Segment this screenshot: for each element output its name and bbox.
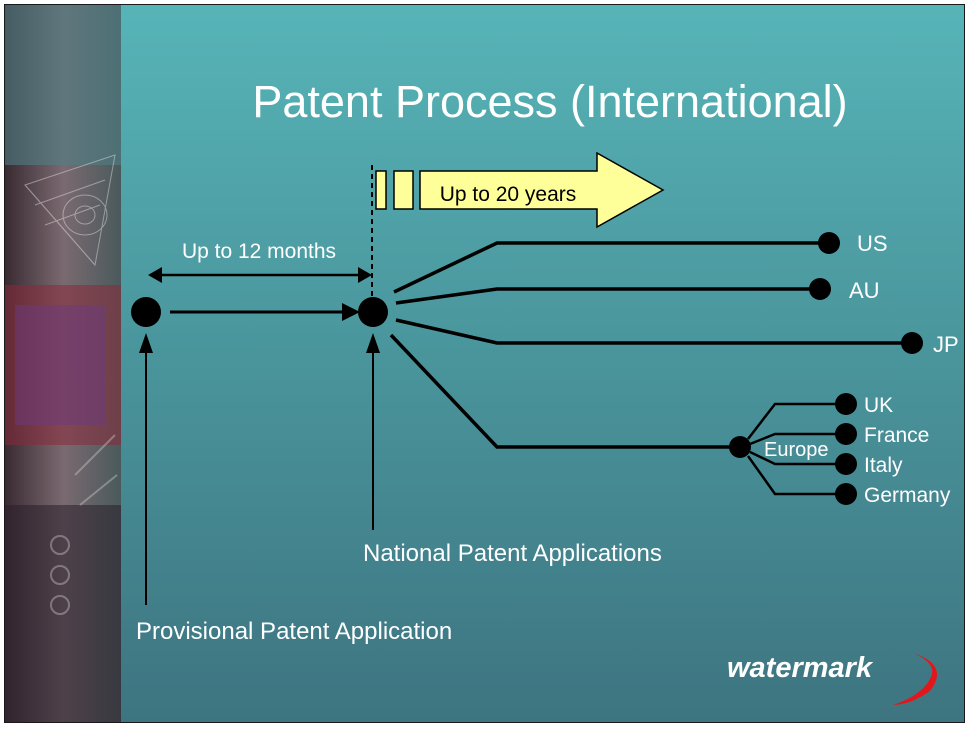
slide: Patent Process (International) Up to 20 …: [4, 4, 965, 723]
country-label-us: US: [857, 231, 888, 256]
country-label-uk: UK: [864, 394, 893, 417]
country-branches: [389, 241, 905, 449]
country-node-germany: [835, 483, 857, 505]
provisional-pointer-arrow: [139, 333, 153, 605]
country-label-jp: JP: [933, 332, 959, 357]
interval-label: Up to 12 months: [182, 240, 336, 263]
national-pointer-arrow: [366, 333, 380, 530]
slide-title: Patent Process (International): [252, 76, 847, 127]
duration-arrow: [375, 151, 665, 229]
interval-arrow: [148, 267, 372, 283]
country-label-au: AU: [849, 278, 880, 303]
decorative-collage: [5, 5, 121, 722]
country-node-us: [818, 232, 840, 254]
country-node-uk: [835, 393, 857, 415]
provisional-application-label: Provisional Patent Application: [136, 618, 452, 645]
country-label-germany: Germany: [864, 484, 951, 507]
duration-label: Up to 20 years: [440, 183, 577, 206]
provisional-node: [131, 297, 161, 327]
logo-wordmark: watermark: [727, 652, 874, 684]
national-applications-label: National Patent Applications: [363, 540, 662, 567]
country-label-italy: Italy: [864, 454, 903, 477]
europe-node: [729, 436, 751, 458]
country-node-france: [835, 423, 857, 445]
country-node-italy: [835, 453, 857, 475]
slide-background: [5, 5, 964, 722]
country-node-au: [809, 278, 831, 300]
watermark-logo: watermark: [727, 652, 938, 705]
country-label-france: France: [864, 424, 929, 447]
logo-swoosh: [893, 653, 938, 705]
europe-label: Europe: [764, 439, 829, 461]
patent-process-diagram: Patent Process (International) Up to 20 …: [5, 5, 964, 722]
filing-arrow: [170, 303, 360, 321]
europe-branches: [746, 402, 843, 496]
country-node-jp: [901, 332, 923, 354]
national-node: [358, 297, 388, 327]
